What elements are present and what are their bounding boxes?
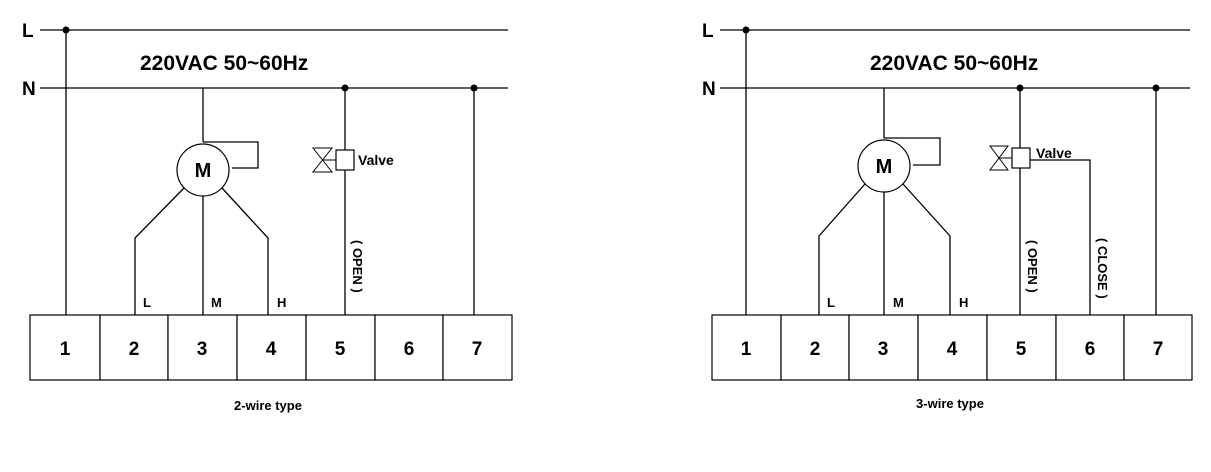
tap-label-low: L bbox=[143, 295, 151, 310]
terminal-number: 3 bbox=[197, 339, 208, 360]
terminal-box bbox=[1055, 314, 1125, 381]
tap-label-mid: M bbox=[893, 295, 904, 310]
diagram-caption: 3-wire type bbox=[916, 396, 984, 411]
terminal-box bbox=[1123, 314, 1193, 381]
supply-label: 220VAC 50~60Hz bbox=[140, 52, 308, 75]
diagram-caption: 2-wire type bbox=[234, 398, 302, 413]
valve-label: Valve bbox=[358, 152, 394, 168]
valve-coil bbox=[335, 149, 355, 171]
terminal-box bbox=[442, 314, 513, 381]
terminal-number: 1 bbox=[741, 339, 752, 360]
wire-motor-high bbox=[221, 187, 269, 315]
wire-motor-low bbox=[818, 183, 866, 315]
blower-housing bbox=[203, 141, 259, 169]
open-label: ( OPEN ) bbox=[1025, 240, 1040, 293]
terminal-number: 3 bbox=[878, 339, 889, 360]
tap-label-low: L bbox=[827, 295, 835, 310]
terminal-number: 2 bbox=[129, 339, 140, 360]
neutral-rail-label: N bbox=[702, 79, 716, 100]
valve-icon bbox=[989, 145, 1009, 171]
terminal-number: 7 bbox=[1153, 339, 1164, 360]
motor-label: M bbox=[876, 156, 893, 178]
terminal-number: 6 bbox=[1085, 339, 1096, 360]
terminal-box bbox=[711, 314, 782, 381]
terminal-number: 1 bbox=[60, 339, 71, 360]
terminal-number: 4 bbox=[266, 339, 277, 360]
motor-label: M bbox=[195, 160, 212, 182]
terminal-box bbox=[848, 314, 919, 381]
terminal-number: 7 bbox=[472, 339, 483, 360]
terminal-box bbox=[305, 314, 376, 381]
junction-dot bbox=[62, 26, 70, 34]
line-rail-label: L bbox=[702, 21, 714, 42]
neutral-rail-label: N bbox=[22, 79, 36, 100]
wire-valve-close bbox=[1030, 159, 1091, 315]
tap-label-high: H bbox=[959, 295, 968, 310]
terminal-box bbox=[986, 314, 1057, 381]
tap-label-mid: M bbox=[211, 295, 222, 310]
terminal-block: 1 2 3 4 5 6 7 bbox=[29, 314, 513, 381]
terminal-number: 2 bbox=[810, 339, 821, 360]
terminal-number: 4 bbox=[947, 339, 958, 360]
valve-coil bbox=[1011, 147, 1031, 169]
blower-housing bbox=[884, 137, 941, 166]
junction-dot bbox=[742, 26, 750, 34]
terminal-block: 1 2 3 4 5 6 7 bbox=[711, 314, 1193, 381]
valve-label: Valve bbox=[1036, 145, 1072, 161]
open-label: ( OPEN ) bbox=[350, 240, 365, 293]
close-label: ( CLOSE ) bbox=[1095, 238, 1110, 299]
terminal-box bbox=[780, 314, 850, 381]
tap-label-high: H bbox=[277, 295, 286, 310]
wire-motor-high bbox=[902, 183, 951, 315]
line-rail-label: L bbox=[22, 21, 34, 42]
terminal-number: 6 bbox=[404, 339, 415, 360]
valve-icon bbox=[311, 147, 334, 173]
diagram-3-wire: L N 220VAC 50~60Hz M L M H Valve ( OPEN … bbox=[702, 21, 1193, 411]
terminal-box bbox=[99, 314, 169, 381]
diagram-2-wire: L N 220VAC 50~60Hz M L M H Valve ( OPEN … bbox=[22, 21, 513, 413]
supply-label: 220VAC 50~60Hz bbox=[870, 52, 1038, 75]
terminal-number: 5 bbox=[1016, 339, 1027, 360]
terminal-box bbox=[374, 314, 444, 381]
terminal-number: 5 bbox=[335, 339, 346, 360]
wire-motor-low bbox=[134, 187, 185, 315]
